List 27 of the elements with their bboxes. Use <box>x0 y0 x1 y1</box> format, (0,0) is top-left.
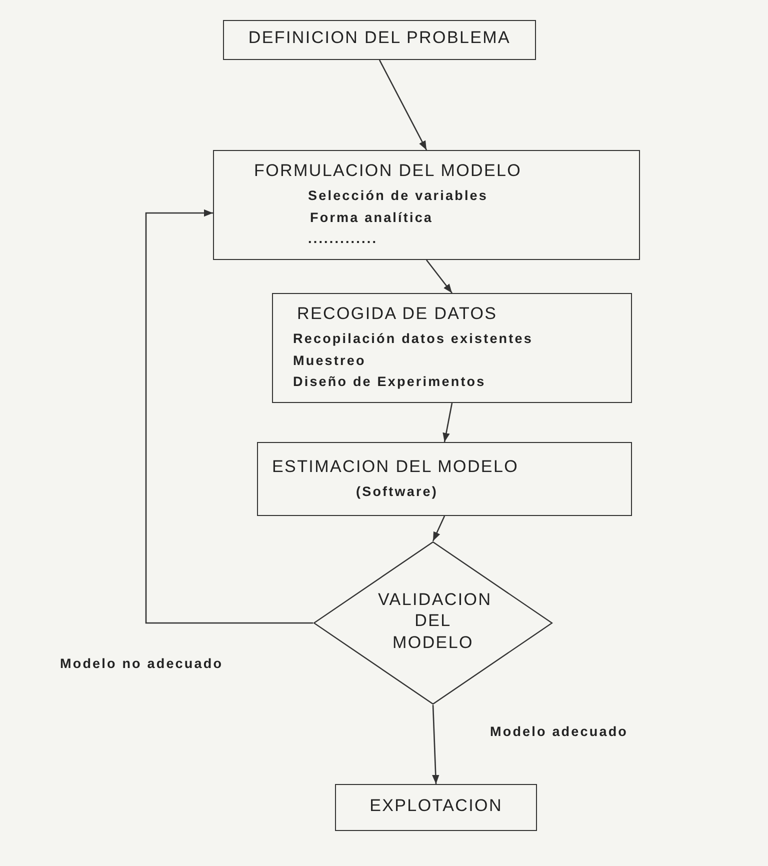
process-box <box>335 784 537 831</box>
arrow <box>145 209 313 624</box>
box-heading: FORMULACION DEL MODELO <box>254 160 522 182</box>
process-box <box>272 293 632 403</box>
box-item: Recopilación datos existentes <box>293 330 533 348</box>
box-item: ............. <box>308 230 378 248</box>
box-heading: EXPLOTACION <box>370 794 502 816</box>
box-item: Selección de variables <box>308 187 488 206</box>
box-item: Muestreo <box>293 352 366 370</box>
arrow <box>432 704 440 784</box>
edge-label: Modelo no adecuado <box>60 656 224 671</box>
decision-text: VALIDACION DEL MODELO <box>378 589 488 653</box>
box-item: Diseño de Experimentos <box>293 373 486 392</box>
arrow <box>426 260 453 294</box>
box-heading: DEFINICION DEL PROBLEMA <box>248 27 511 49</box>
arrow <box>442 402 453 442</box>
process-box <box>257 442 632 516</box>
decision-diamond <box>313 541 553 705</box>
box-item: Forma analítica <box>310 208 434 227</box>
process-box <box>223 20 536 60</box>
box-heading: RECOGIDA DE DATOS <box>297 302 498 324</box>
process-box <box>213 150 640 260</box>
arrow <box>378 60 428 150</box>
arrow <box>432 516 446 542</box>
box-heading: ESTIMACION DEL MODELO <box>272 456 519 477</box>
box-item: (Software) <box>356 482 438 501</box>
edge-label: Modelo adecuado <box>490 724 628 739</box>
